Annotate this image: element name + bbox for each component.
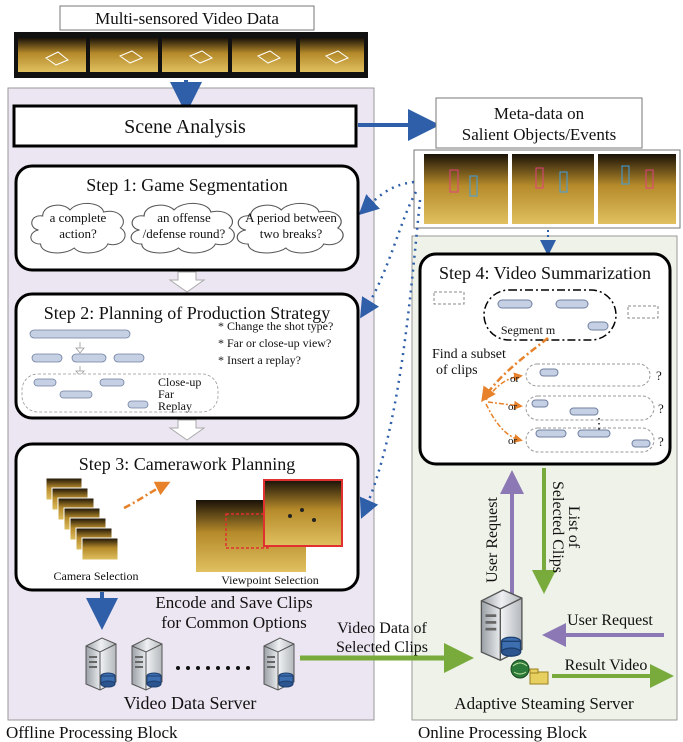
step4-title: Step 4: Video Summarization xyxy=(439,263,651,283)
step2-title: Step 2: Planning of Production Strategy xyxy=(44,303,330,323)
top-label-box xyxy=(59,5,315,31)
dotted-to-step3 xyxy=(359,199,422,519)
step2-view-replay: Replay xyxy=(158,399,192,413)
step4-clips xyxy=(433,289,659,453)
find-subset-line1: Find a subset xyxy=(432,347,506,362)
cloud1-line1: a complete xyxy=(50,210,107,225)
orange-arrow-step3 xyxy=(123,481,171,510)
scene-analysis-label: Scene Analysis xyxy=(124,116,246,138)
step2-option-3: * Insert a replay? xyxy=(218,353,301,367)
hollow-arrow-1-2 xyxy=(168,271,206,293)
user-request-vertical: User Request xyxy=(484,497,501,583)
camera-frames-stack xyxy=(45,477,119,561)
hollow-arrow-2-3 xyxy=(168,419,206,441)
offline-block-label: Offline Processing Block xyxy=(6,723,178,742)
server-3 xyxy=(263,637,295,691)
folder-icon xyxy=(529,668,549,685)
metadata-label-box xyxy=(435,97,643,149)
cloud2-line1: an offense xyxy=(157,210,211,225)
user-request-right: User Request xyxy=(567,612,653,629)
online-block-label: Online Processing Block xyxy=(418,723,588,742)
step3-title: Step 3: Camerawork Planning xyxy=(79,454,295,474)
adaptive-server-label: Adaptive Steaming Server xyxy=(454,694,634,713)
orange-branch-3 xyxy=(485,403,523,443)
or-1: or xyxy=(510,373,520,385)
viewpoint-selection-label: Viewpoint Selection xyxy=(221,573,319,587)
adaptive-server xyxy=(480,589,523,661)
dotted-to-step1 xyxy=(358,180,415,216)
server-1 xyxy=(85,637,117,691)
server-ellipsis xyxy=(176,666,250,670)
server-2 xyxy=(131,637,163,691)
step1-title: Step 1: Game Segmentation xyxy=(86,175,287,195)
camera-selection-label: Camera Selection xyxy=(54,569,139,583)
globe-icon xyxy=(510,659,530,679)
orange-branch-2 xyxy=(487,400,523,410)
encode-line2: for Common Options xyxy=(161,613,306,632)
step2-view-far: Far xyxy=(158,387,174,401)
metadata-line1: Meta-data on xyxy=(494,104,585,123)
video-data-selected-line2: Selected Clips xyxy=(336,639,428,656)
segment-label: Segment m xyxy=(501,323,556,337)
find-subset-line2: of clips xyxy=(436,363,478,378)
cloud3-line1: A period between xyxy=(245,210,337,225)
orange-arrow-segment xyxy=(481,337,549,403)
video-data-server-label: Video Data Server xyxy=(124,693,257,713)
step2-option-2: * Far or close-up view? xyxy=(218,336,331,350)
step2-option-1: * Change the shot type? xyxy=(218,319,333,333)
or-2: or xyxy=(508,401,518,413)
video-frames-strip xyxy=(14,32,368,78)
scene-analysis-box xyxy=(12,104,358,148)
cloud1-line2: action? xyxy=(59,226,97,241)
step2-view-closeup: Close-up xyxy=(158,375,201,389)
q-3: ? xyxy=(658,434,664,449)
list-selected-line2: Selected Clips xyxy=(549,481,566,573)
top-label: Multi-sensored Video Data xyxy=(95,9,279,28)
viewpoint-frame xyxy=(196,479,343,572)
cloud3-line2: two breaks? xyxy=(260,226,323,241)
or-3: or xyxy=(508,435,518,447)
metadata-frames xyxy=(413,149,681,229)
q-2: ? xyxy=(658,401,664,416)
encode-line1: Encode and Save Clips xyxy=(155,593,312,612)
q-1: ? xyxy=(656,368,662,383)
vertical-dots: ⋮ xyxy=(592,417,606,432)
list-selected-line1: List of xyxy=(565,506,582,549)
video-data-selected-line1: Video Data of xyxy=(337,620,427,637)
cloud2-line2: /defense round? xyxy=(143,226,226,241)
orange-branch-1 xyxy=(485,372,523,401)
step2-flow xyxy=(21,329,219,413)
result-video: Result Video xyxy=(565,657,648,674)
metadata-line2: Salient Objects/Events xyxy=(462,125,616,144)
